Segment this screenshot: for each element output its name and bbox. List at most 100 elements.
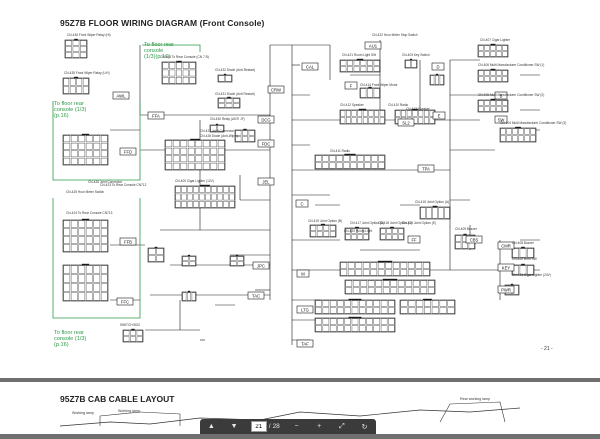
connector-tag-ff: FF [407, 235, 421, 244]
connector-tag-label: M [301, 271, 305, 276]
zoom-out-icon[interactable]: − [294, 423, 299, 430]
block-mm-sw2 [477, 68, 509, 83]
block-rear-console-712 [62, 218, 109, 253]
component-label: CN-402 Horn SW [512, 257, 537, 261]
connector-tag-label: FFD [124, 149, 132, 154]
block-mm-sw1 [477, 43, 509, 58]
connector-tag-label: F [350, 83, 353, 88]
block-cigar-a [429, 73, 445, 86]
connector-tag-ffd: FFD [119, 147, 137, 156]
component-label: CN-434 To Rear Console (CN 7 B) [160, 55, 209, 59]
green-notes [52, 44, 201, 319]
next-page-icon[interactable]: ▼ [230, 423, 238, 430]
connector-tag-taf: TAF [296, 339, 314, 348]
page-title: 95Z7B FLOOR WIRING DIAGRAM (Front Consol… [60, 18, 265, 28]
cab-roof [99, 411, 181, 426]
pdf-viewer-toolbar: ▲ ▼ / 28 − + ⤢ ↻ [200, 419, 376, 434]
connector-tag-label: C [300, 201, 303, 206]
connector-tag-label: SL2 [402, 120, 410, 125]
component-label: CN-407 Cigar Lighter [480, 38, 511, 42]
pdf-page-21: 95Z7B FLOOR WIRING DIAGRAM (Front Consol… [0, 0, 600, 378]
connector-tag-sl2: SL2 [397, 118, 415, 127]
connector-tag-label: FDC [262, 141, 271, 146]
zoom-in-icon[interactable]: + [317, 423, 322, 430]
rotate-icon[interactable]: ↻ [361, 423, 368, 431]
component-label: CN-412 Speaker [340, 103, 365, 107]
component-label: SWITCH BOX [120, 323, 141, 327]
component-label: CN-408 Buzzer [512, 241, 535, 245]
block-switch-box [174, 184, 236, 209]
note-bracket-0 [142, 44, 201, 52]
connector-tag-label: PWR [501, 287, 511, 292]
cab-label: Working lamp [118, 409, 140, 413]
connector-tag-m: M [296, 269, 310, 278]
note-bracket-1 [52, 101, 141, 181]
component-label: CN-435 Front Wiper Relay (L/H) [64, 71, 110, 75]
cab-label: Working lamp [72, 411, 94, 415]
component-label: CN-416 Joint Option (E) [402, 221, 436, 225]
page-number-input[interactable] [250, 421, 267, 432]
block-lower-c [399, 298, 456, 315]
connector-tags: AWLFFAFFDFFBFFCCRWDCGFDCJELJPCTACCALAU1F… [112, 41, 515, 348]
block-rear-console-713 [62, 133, 109, 166]
block-option-a3 [379, 226, 405, 241]
connector-tag-awl: AWL [112, 91, 130, 100]
block-rear-console-top [161, 60, 197, 85]
block-joint-option-e [181, 290, 197, 302]
connector-tag-label: JEL [262, 179, 270, 184]
page-number: - 21 - [541, 346, 553, 352]
connector-tag-f: F [344, 81, 358, 90]
component-label: CN-419 Joint Option (B) [308, 219, 342, 223]
block-mm-sw3 [477, 98, 509, 113]
connector-tag-label: TAC [252, 293, 260, 298]
connector-tag-ffb: FFB [119, 237, 137, 246]
block-lower-a [314, 298, 396, 315]
component-label: CN-418 Joint Option (C) [378, 221, 412, 225]
block-diode-wiper [209, 123, 225, 133]
component-label: CN-406 Multi Manufacturer Conditioner SW… [478, 63, 544, 67]
block-option-a1 [309, 223, 337, 238]
component-label: CN-425 Hour Meter Switch [66, 190, 104, 194]
connector-tag-label: DCG [261, 117, 270, 122]
component-label: CN-423 To Rear Console CN712 [100, 183, 147, 187]
component-label: CN-421 Room Light SW [342, 53, 376, 57]
block-option-main [339, 260, 431, 277]
component-label: CN-400 Cigar Lighter (12V) [175, 179, 214, 183]
component-label: CN-432 Diode (Anti-Restart) [215, 68, 255, 72]
component-label: CN-431 Diode (Anti Restart) [215, 92, 255, 96]
connector-tag-label: AWL [117, 93, 127, 98]
block-buzzer-r [454, 233, 476, 250]
page-separator: / [268, 423, 271, 430]
component-label: CN-426 Joint Connector [88, 180, 123, 184]
connector-tag-label: CMR [501, 243, 511, 248]
connector-tag-fdc: FDC [257, 139, 275, 148]
connector-tag-au1: AU1 [364, 41, 382, 50]
block-room-light [339, 58, 381, 73]
block-horn-sw [404, 58, 418, 69]
block-lower-b [314, 316, 396, 333]
wire-bundle [110, 40, 540, 345]
connector-tag-label: CAL [306, 64, 315, 69]
component-label: CN-424 To Rear Console CN713 [66, 211, 113, 215]
component-label: CN-401 Cigar Lighter (24V) [512, 273, 551, 277]
component-label: CN-428 Diode (Anti-Wiper) [200, 134, 238, 138]
block-joint-option-b [147, 246, 165, 263]
component-labels: CN-436 Front Wiper Relay (Hi)CN-435 Fron… [64, 33, 566, 327]
wiring-diagram: AWLFFAFFDFFBFFCCRWDCGFDCJELJPCTACCALAU1F… [52, 33, 566, 348]
block-lamp-relay [122, 328, 144, 343]
prev-page-icon[interactable]: ▲ [207, 423, 215, 430]
component-label: CN-404 Multi Manufacturer Conditioner SW… [500, 121, 566, 125]
component-label: CN-403 Key Switch [402, 53, 430, 57]
block-speaker-a [359, 86, 381, 99]
note-bracket-2 [52, 198, 141, 319]
block-option-main-2 [344, 278, 436, 295]
block-joint-connector [164, 138, 226, 171]
component-label: CN-411 Radio [330, 149, 350, 153]
connector-tag-cal: CAL [301, 62, 319, 71]
fit-page-icon[interactable]: ⤢ [339, 422, 345, 430]
connector-tag-label: TPA [422, 166, 430, 171]
connector-tag-tpa: TPA [417, 164, 435, 173]
